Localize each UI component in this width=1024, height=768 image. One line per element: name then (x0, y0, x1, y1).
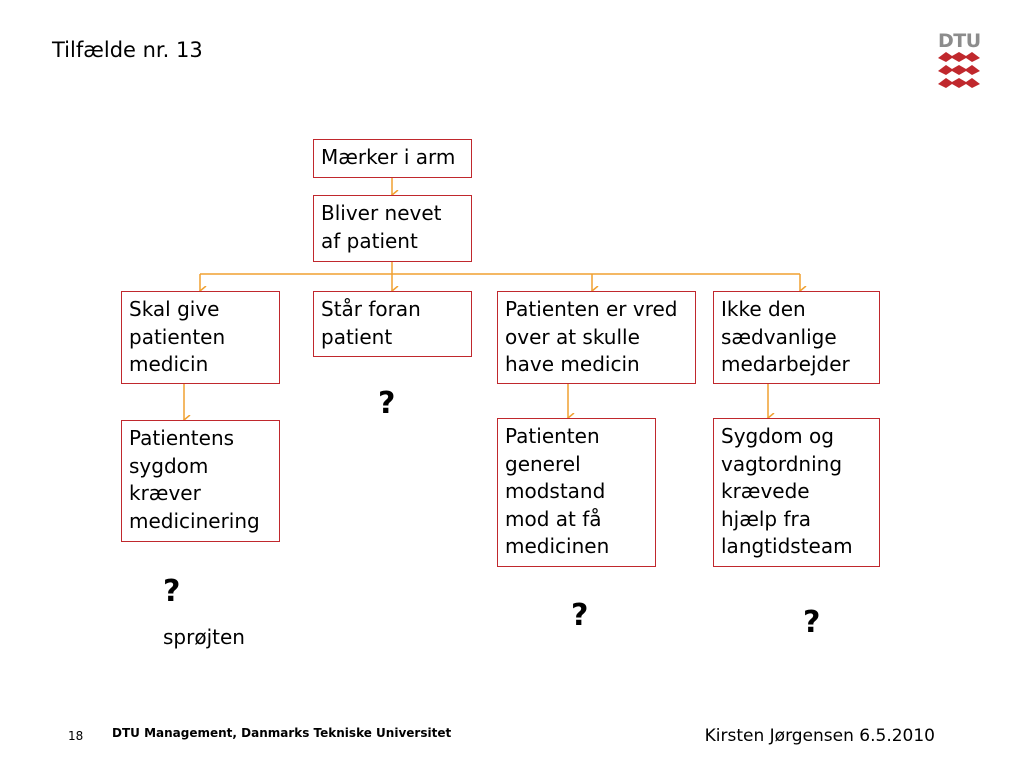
root-box: Mærker i arm (313, 139, 472, 178)
branch3-child-box: Patienten generel modstand mod at få med… (497, 418, 656, 567)
branch2-box: Står foran patient (313, 291, 472, 357)
question-mark-branch4: ? (803, 605, 821, 640)
branch1-child-box: Patientens sygdom kræver medicinering (121, 420, 280, 542)
level1-box: Bliver nevet af patient (313, 195, 472, 262)
logo-wave-icon (938, 52, 980, 88)
dtu-logo: DTU (938, 30, 981, 96)
branch4-child-box: Sygdom og vagtordning krævede hjælp fra … (713, 418, 880, 567)
note-sprojten: sprøjten (163, 625, 245, 649)
question-mark-branch3: ? (571, 598, 589, 633)
question-mark-branch1: ? (163, 574, 181, 609)
branch1-box: Skal give patienten medicin (121, 291, 280, 384)
slide-title: Tilfælde nr. 13 (52, 38, 203, 62)
question-mark-branch2: ? (378, 386, 396, 421)
footer-organization: DTU Management, Danmarks Tekniske Univer… (112, 726, 452, 740)
logo-text: DTU (938, 30, 981, 52)
page-number: 18 (68, 729, 84, 743)
footer-author-date: Kirsten Jørgensen 6.5.2010 (704, 726, 935, 746)
branch4-box: Ikke den sædvanlige medarbejder (713, 291, 880, 384)
branch3-box: Patienten er vred over at skulle have me… (497, 291, 696, 384)
